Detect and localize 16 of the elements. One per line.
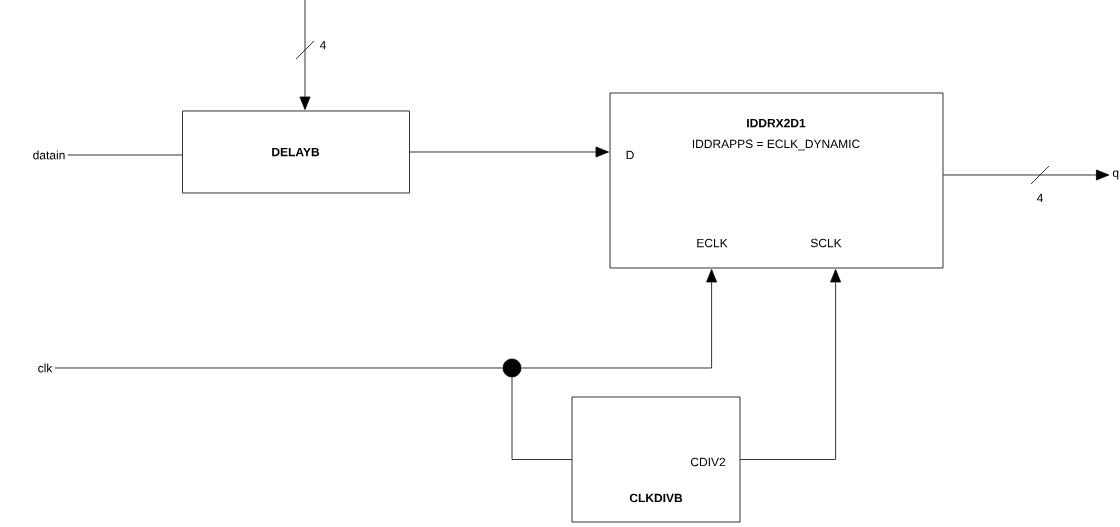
arrow: [299, 0, 311, 110]
arrow: [409, 146, 609, 158]
pin-label: ECLK: [697, 238, 728, 248]
signal-label: datain: [33, 150, 65, 160]
block-box: DELAYB: [182, 110, 410, 194]
pin-label: D: [626, 150, 634, 160]
arrow: [521, 269, 717, 369]
signal-label: clk: [38, 363, 53, 373]
arrow: [740, 269, 841, 460]
signal-label: q: [1112, 170, 1119, 180]
pin-label: CDIV2: [690, 457, 726, 467]
edge-label: 4: [319, 40, 326, 50]
arrow: [943, 169, 1110, 181]
junction-dot: [502, 358, 522, 378]
edge-label: 4: [1036, 193, 1043, 203]
pin-label: SCLK: [810, 238, 842, 248]
